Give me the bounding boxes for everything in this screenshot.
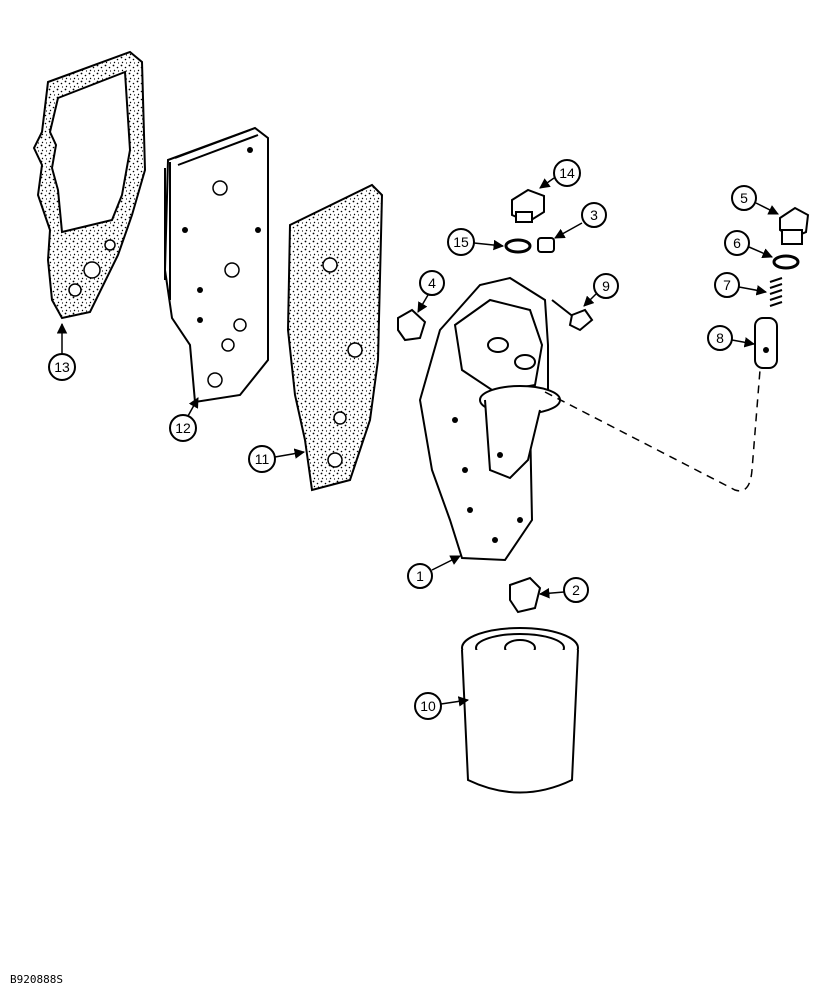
gasket-part bbox=[32, 50, 147, 320]
dashed-flow-line bbox=[544, 369, 761, 492]
callout-13: 13 bbox=[48, 322, 76, 381]
callout-7: 7 bbox=[714, 272, 768, 298]
relief-plug-part bbox=[779, 206, 810, 245]
callout-3: 3 bbox=[554, 202, 607, 239]
spring-part bbox=[769, 277, 783, 307]
fitting-part bbox=[397, 308, 427, 342]
callout-4: 4 bbox=[417, 270, 445, 313]
callout-label-2: 2 bbox=[572, 582, 580, 598]
callout-11: 11 bbox=[248, 445, 306, 473]
callout-1: 1 bbox=[407, 555, 461, 589]
callout-label-4: 4 bbox=[428, 275, 436, 291]
bolt-part bbox=[551, 299, 594, 332]
filter-housing-part bbox=[418, 276, 561, 562]
callout-label-1: 1 bbox=[416, 568, 424, 584]
cooler-gasket-part bbox=[286, 183, 384, 492]
callout-10: 10 bbox=[414, 692, 470, 720]
callout-label-8: 8 bbox=[716, 330, 724, 346]
nipple-part bbox=[509, 576, 542, 614]
callout-8: 8 bbox=[707, 325, 756, 351]
callout-label-14: 14 bbox=[559, 165, 575, 181]
callout-5: 5 bbox=[731, 185, 779, 215]
callout-label-10: 10 bbox=[420, 698, 436, 714]
callout-label-11: 11 bbox=[255, 451, 270, 467]
callout-9: 9 bbox=[583, 273, 619, 307]
callout-label-12: 12 bbox=[175, 420, 191, 436]
callout-label-3: 3 bbox=[590, 207, 598, 223]
callout-label-15: 15 bbox=[453, 234, 469, 250]
figure-reference-code: B920888S bbox=[10, 973, 63, 986]
callout-label-9: 9 bbox=[602, 278, 610, 294]
callout-label-7: 7 bbox=[723, 277, 731, 293]
plug-part bbox=[511, 188, 545, 224]
cooler-plate-part bbox=[163, 126, 269, 404]
callout-2: 2 bbox=[538, 577, 589, 603]
washer-part bbox=[772, 254, 800, 270]
callout-label-5: 5 bbox=[740, 190, 748, 206]
callout-label-13: 13 bbox=[54, 359, 70, 375]
callout-15: 15 bbox=[447, 228, 505, 256]
callout-label-6: 6 bbox=[733, 235, 741, 251]
oil-filter-part bbox=[461, 627, 579, 794]
valve-part bbox=[754, 317, 778, 369]
callout-14: 14 bbox=[539, 159, 581, 189]
callout-12: 12 bbox=[169, 397, 199, 442]
callout-6: 6 bbox=[724, 230, 773, 259]
small-plug-part bbox=[537, 237, 555, 253]
o-ring-part bbox=[504, 238, 532, 254]
